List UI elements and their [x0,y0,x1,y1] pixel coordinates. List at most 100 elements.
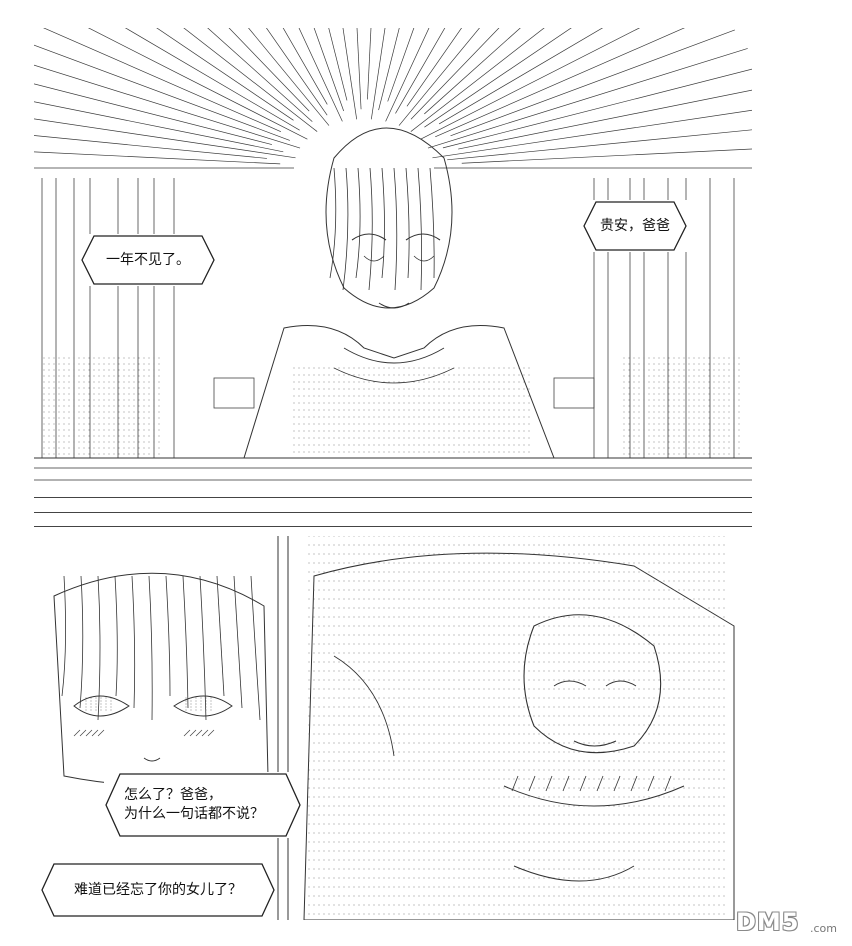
dot [328,451,330,453]
dot [408,859,410,861]
dot [58,399,60,401]
dot [518,423,520,425]
dot [403,437,405,439]
dot [633,760,635,762]
dot [158,369,160,371]
dot [633,643,635,645]
dot [518,444,520,446]
dot [668,625,670,627]
dot [478,715,480,717]
dot [688,823,690,825]
dot [503,451,505,453]
dot [528,381,530,383]
dot [663,832,665,834]
dot [628,447,630,449]
dot [443,751,445,753]
dot [353,544,355,546]
dot [293,367,295,369]
dot [58,405,60,407]
dot [308,832,310,834]
dot [633,399,635,401]
dot [533,787,535,789]
dot [443,859,445,861]
dot [608,886,610,888]
dot [578,616,580,618]
dot [733,435,735,437]
dot [688,435,690,437]
dot [348,367,350,369]
dot [383,796,385,798]
dot [318,679,320,681]
dot [313,430,315,432]
dot [548,805,550,807]
dot [638,616,640,618]
dot [728,405,730,407]
dot [428,688,430,690]
dot [333,724,335,726]
dot [338,877,340,879]
dot [383,868,385,870]
dot [313,388,315,390]
dot [328,778,330,780]
dot [553,805,555,807]
dot [498,697,500,699]
dot [453,796,455,798]
dot [553,580,555,582]
dot [368,562,370,564]
dot [553,643,555,645]
dot [708,787,710,789]
dot [78,405,80,407]
dot [448,423,450,425]
dot [593,814,595,816]
dot [488,841,490,843]
dot [603,688,605,690]
dot [683,381,685,383]
dot [598,850,600,852]
dot [473,859,475,861]
dot [658,399,660,401]
dot [528,814,530,816]
dot [598,769,600,771]
dot [683,571,685,573]
dot [338,416,340,418]
dot [343,670,345,672]
dot [363,423,365,425]
dot [403,778,405,780]
dot [563,877,565,879]
dot [628,679,630,681]
dot [538,787,540,789]
dot [708,634,710,636]
dot [108,435,110,437]
dot [328,724,330,726]
dot [458,643,460,645]
dot [703,859,705,861]
dot [413,652,415,654]
dot [693,405,695,407]
dot [568,679,570,681]
dot [573,868,575,870]
dot [688,393,690,395]
dot [578,787,580,789]
dot [718,589,720,591]
dot [418,437,420,439]
dot [333,598,335,600]
dot [528,562,530,564]
dot [508,877,510,879]
dot [393,562,395,564]
dot [343,437,345,439]
dot [313,679,315,681]
bangs-strand [250,575,261,721]
dot [663,387,665,389]
dot [468,444,470,446]
dot [563,544,565,546]
dot [373,571,375,573]
dot [378,423,380,425]
dot [668,643,670,645]
dot [508,402,510,404]
dot [703,411,705,413]
dot [493,841,495,843]
dot [468,751,470,753]
dot [428,814,430,816]
dot [133,381,135,383]
dot [648,679,650,681]
